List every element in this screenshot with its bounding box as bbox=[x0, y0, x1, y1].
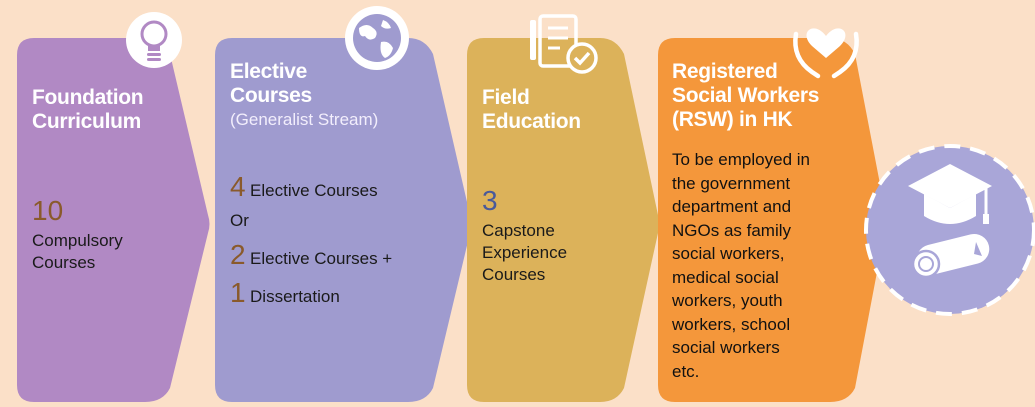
stage-2-option: 1 Dissertation bbox=[230, 278, 392, 316]
stage-3-title: Field Education bbox=[482, 86, 581, 134]
globe-icon bbox=[345, 6, 409, 70]
stage-3-title-line: Field bbox=[482, 86, 530, 109]
stage-2-option: 2 Elective Courses + bbox=[230, 240, 392, 278]
stage-4-title: Registered Social Workers (RSW) in HK bbox=[672, 60, 819, 132]
stage-4-body-line: workers, youth bbox=[672, 291, 783, 310]
graduation-cap-diploma-icon bbox=[864, 144, 1035, 316]
stage-2-title-line: Elective bbox=[230, 60, 307, 83]
stage-4-body-line: etc. bbox=[672, 361, 700, 381]
lightbulb-icon bbox=[126, 12, 182, 68]
stage-4-body-line: social workers, bbox=[672, 244, 785, 263]
stage-4-shape bbox=[658, 38, 887, 402]
stage-3-body-line: Courses bbox=[482, 265, 546, 284]
stage-2-option-text: Elective Courses bbox=[250, 181, 378, 200]
stage-2-option-number: 2 bbox=[230, 239, 246, 270]
stage-4-body-line: department and bbox=[672, 197, 792, 216]
stage-4-body-line: To be employed in bbox=[672, 150, 810, 169]
stage-4-body-line: workers, school bbox=[672, 314, 791, 334]
stage-4-title-line: Social Workers bbox=[672, 84, 820, 107]
stage-2-shape bbox=[215, 38, 472, 402]
stage-2-option-number: 1 bbox=[230, 277, 246, 308]
stage-1-body-line: Compulsory bbox=[32, 231, 123, 250]
stage-2-option: Or bbox=[230, 210, 392, 240]
stage-3-title-line: Education bbox=[482, 110, 581, 133]
stage-2-title: Elective Courses bbox=[230, 60, 312, 108]
stage-4-title-line: Registered bbox=[672, 60, 778, 83]
stage-4-body-line: NGOs as family bbox=[672, 220, 792, 240]
stage-2-option-number: 4 bbox=[230, 171, 246, 202]
stage-1-shape bbox=[17, 38, 210, 402]
stage-4-body-line: social workers bbox=[672, 338, 780, 357]
stage-1-title: Foundation Curriculum bbox=[32, 86, 144, 134]
stage-2-subtitle: (Generalist Stream) bbox=[230, 110, 379, 129]
stage-3-shape bbox=[467, 38, 660, 402]
stage-2-option-text: Dissertation bbox=[250, 287, 340, 306]
stage-2-title-line: Courses bbox=[230, 84, 312, 107]
checklist-icon bbox=[530, 14, 598, 74]
stage-4-title-line: (RSW) in HK bbox=[672, 108, 793, 131]
stage-1-body: Compulsory Courses bbox=[32, 230, 123, 274]
stage-4-body: To be employed in the government departm… bbox=[672, 148, 857, 383]
stage-3-body: Capstone Experience Courses bbox=[482, 220, 567, 286]
stage-3-body-line: Capstone bbox=[482, 221, 555, 240]
stage-1-title-line: Foundation bbox=[32, 86, 144, 109]
stage-2-options: 4 Elective Courses Or 2 Elective Courses… bbox=[230, 172, 392, 316]
stage-2-option: 4 Elective Courses bbox=[230, 172, 392, 210]
stage-2-option-text: Or bbox=[230, 211, 249, 230]
stage-4-body-line: the government bbox=[672, 173, 791, 193]
stage-1-title-line: Curriculum bbox=[32, 110, 142, 133]
stage-4-body-line: medical social bbox=[672, 267, 779, 287]
heart-hands-icon bbox=[793, 28, 859, 79]
stage-3-number: 3 bbox=[482, 185, 498, 216]
stage-1-number: 10 bbox=[32, 195, 64, 226]
stage-2-option-text: Elective Courses + bbox=[250, 249, 393, 268]
stage-3-body-line: Experience bbox=[482, 243, 568, 262]
stage-1-body-line: Courses bbox=[32, 253, 96, 272]
